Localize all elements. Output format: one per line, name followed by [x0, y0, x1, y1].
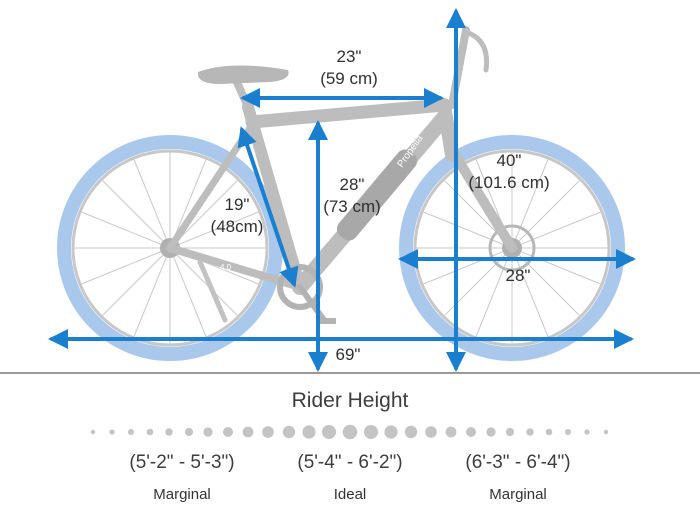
seat-tube-inches: 19" — [224, 195, 250, 214]
top-tube-label: 23" (59 cm) — [305, 46, 393, 90]
overall-length-inches: 69" — [335, 345, 361, 364]
overall-height-label: 40" (101.6 cm) — [461, 150, 557, 194]
model-text: 4.0 — [220, 263, 232, 272]
rider-height-title: Rider Height — [291, 389, 409, 412]
overall-length-label: 69" — [326, 344, 370, 366]
wheel-diameter-label: 28" — [496, 265, 540, 287]
battery — [336, 149, 418, 241]
range-ideal: (5'-4" - 6'-2") — [297, 452, 403, 473]
saddle — [197, 65, 289, 84]
seat-tube-cm: (48cm) — [210, 217, 264, 236]
dimension-arrows — [48, 8, 636, 372]
top-tube-inches: 23" — [336, 47, 362, 66]
wheel-diameter-inches: 28" — [505, 266, 531, 285]
top-tube-cm: (59 cm) — [320, 69, 378, 88]
fit-low: Marginal — [153, 486, 211, 503]
seat-tube-label: 19" (48cm) — [198, 194, 276, 238]
overall-height-inches: 40" — [496, 151, 522, 170]
height-scale-dots — [90, 424, 609, 440]
overall-height-cm: (101.6 cm) — [468, 173, 550, 192]
fit-ideal: Ideal — [333, 486, 367, 503]
seat-tube-arrow — [237, 126, 299, 288]
standover-label: 28" (73 cm) — [318, 174, 386, 218]
standover-cm: (73 cm) — [323, 197, 381, 216]
fit-high: Marginal — [489, 486, 547, 503]
range-high: (6'-3" - 6'-4") — [465, 452, 571, 473]
standover-inches: 28" — [339, 175, 365, 194]
range-low: (5'-2" - 5'-3") — [129, 452, 235, 473]
